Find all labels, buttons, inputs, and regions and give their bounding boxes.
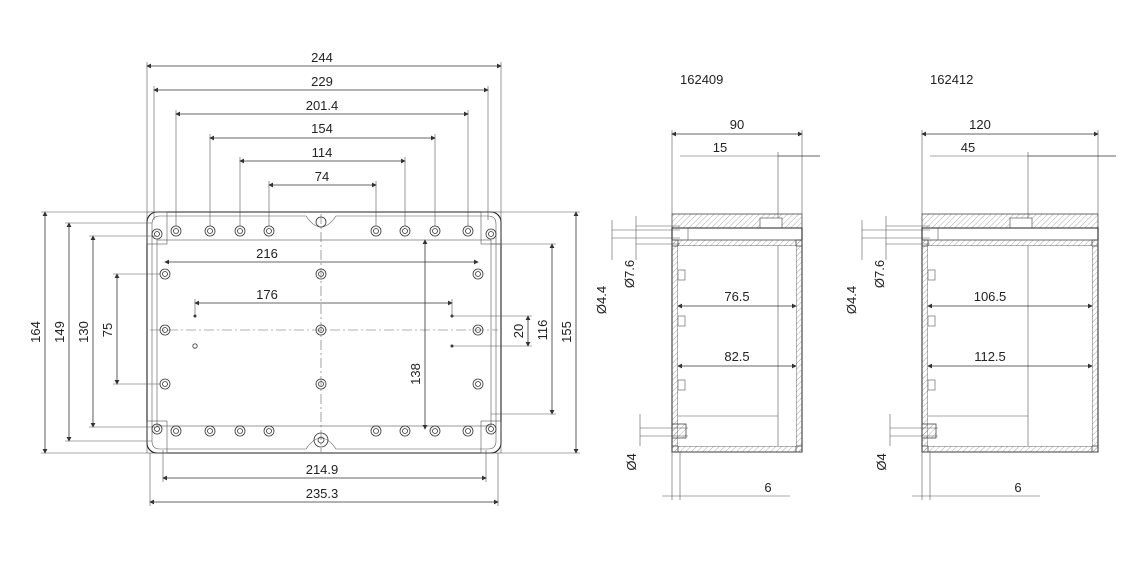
dim-155: 155 <box>559 321 574 343</box>
lid-section <box>671 213 803 229</box>
inner-76-5: 76.5 <box>724 289 749 304</box>
dim-216: 216 <box>256 246 278 261</box>
dim-214-9: 214.9 <box>306 462 339 477</box>
dim-116: 116 <box>535 320 550 341</box>
width-90: 90 <box>730 117 744 132</box>
internal-bosses <box>159 268 484 390</box>
hole-4-4-2: Ø4.4 <box>844 286 859 314</box>
inner-106-5: 106.5 <box>974 289 1007 304</box>
inner-panel <box>156 239 492 427</box>
dim-114: 114 <box>312 145 333 160</box>
bottom-hole-4: Ø4 <box>624 453 639 470</box>
bottom-hole-4-2: Ø4 <box>874 453 889 470</box>
dim-164: 164 <box>28 321 43 343</box>
lid-screws-top <box>170 216 474 237</box>
lid-screws-bottom <box>170 425 474 448</box>
lid-offset-15: 15 <box>713 140 727 155</box>
enclosure-outline <box>146 211 502 454</box>
dim-235-3: 235.3 <box>306 486 339 501</box>
wall-offset-6: 6 <box>764 480 771 495</box>
front-view: 244 229 201.4 154 114 74 216 176 214.9 2… <box>28 50 580 506</box>
dim-74: 74 <box>315 169 329 184</box>
side-view-162409: 162409 90 15 76.5 82.5 <box>594 72 820 500</box>
enclosure-inner-outline <box>151 215 497 450</box>
dim-75: 75 <box>100 323 115 337</box>
dim-244: 244 <box>311 50 333 65</box>
front-right-dimensions <box>422 211 580 454</box>
corner-screws <box>146 211 502 454</box>
wall-offset-6-2: 6 <box>1014 480 1021 495</box>
dim-138: 138 <box>408 363 423 385</box>
hole-4-4: Ø4.4 <box>594 286 609 314</box>
side-view-162412: 162412 120 45 106.5 112.5 Ø4.4 Ø <box>844 72 1116 500</box>
front-top-dimensions <box>146 62 502 226</box>
dim-201-4: 201.4 <box>306 98 339 113</box>
part-number-162412: 162412 <box>930 72 973 87</box>
part-number-162409: 162409 <box>680 72 723 87</box>
dim-130: 130 <box>76 321 91 343</box>
front-left-dimensions <box>41 211 160 454</box>
dim-149: 149 <box>52 321 67 343</box>
inner-112-5: 112.5 <box>974 349 1006 364</box>
dim-154: 154 <box>311 121 333 136</box>
counterbore-7-6-2: Ø7.6 <box>872 260 887 288</box>
counterbore-7-6: Ø7.6 <box>622 260 637 288</box>
width-120: 120 <box>969 117 991 132</box>
lid-offset-45: 45 <box>961 140 975 155</box>
dim-229: 229 <box>311 74 333 89</box>
dim-176: 176 <box>256 287 278 302</box>
inner-82-5: 82.5 <box>724 349 749 364</box>
dim-20: 20 <box>511 324 526 338</box>
